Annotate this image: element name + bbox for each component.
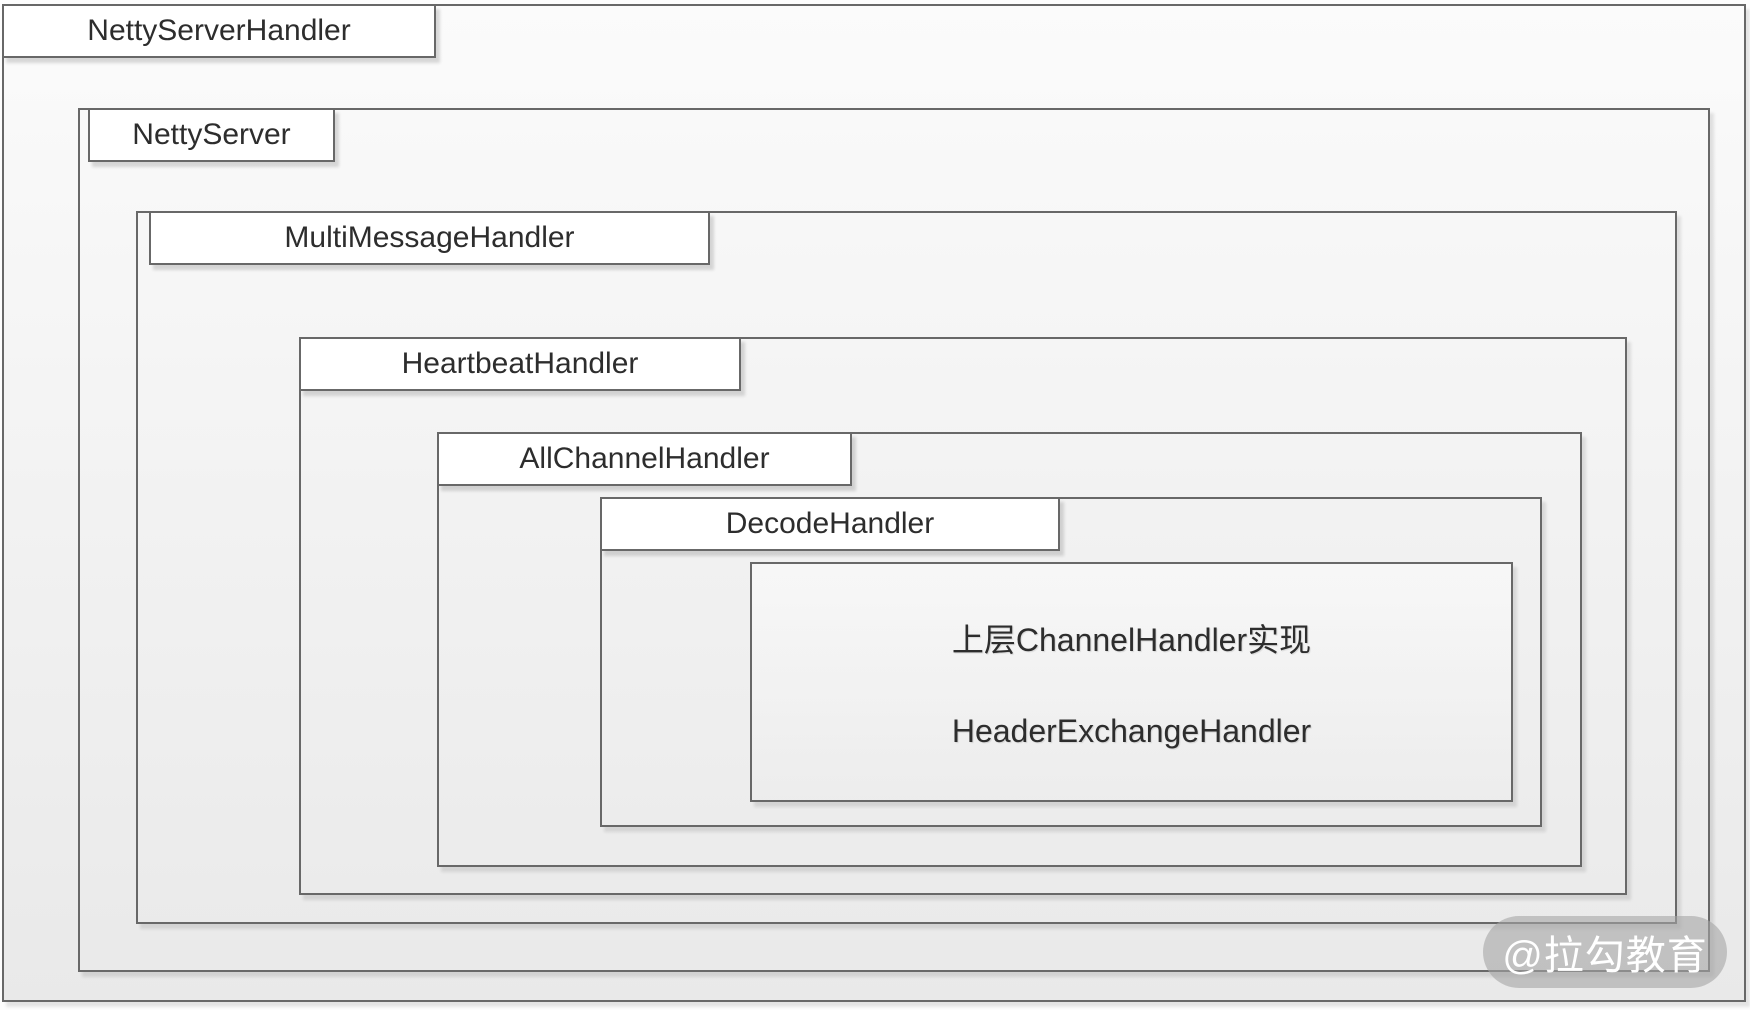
layer-label-heartbeathandler: HeartbeatHandler: [299, 337, 741, 391]
layer-label-decodehandler: DecodeHandler: [600, 497, 1060, 551]
watermark-text: @拉勾教育: [1502, 934, 1708, 978]
inner-box-line-headerexchangehandler: HeaderExchangeHandler: [951, 712, 1312, 749]
watermark-badge: @拉勾教育: [1483, 916, 1727, 988]
layer-box-nettyserver: NettyServer: [78, 108, 1710, 972]
layer-label-multimessagehandler: MultiMessageHandler: [149, 211, 710, 265]
inner-handler-box: 上层ChannelHandler实现 HeaderExchangeHandler: [750, 562, 1513, 802]
layer-label-allchannelhandler: AllChannelHandler: [437, 432, 852, 486]
layer-box-decodehandler: DecodeHandler: [600, 497, 1542, 827]
inner-box-line-upper-channelhandler: 上层ChannelHandler实现: [951, 621, 1312, 658]
layer-box-heartbeathandler: HeartbeatHandler: [299, 337, 1627, 895]
layer-box-multimessagehandler: MultiMessageHandler: [136, 211, 1677, 924]
layer-box-allchannelhandler: AllChannelHandler: [437, 432, 1582, 867]
layer-label-nettyserver: NettyServer: [88, 108, 335, 162]
layer-label-nettyserverhandler: NettyServerHandler: [2, 4, 436, 58]
